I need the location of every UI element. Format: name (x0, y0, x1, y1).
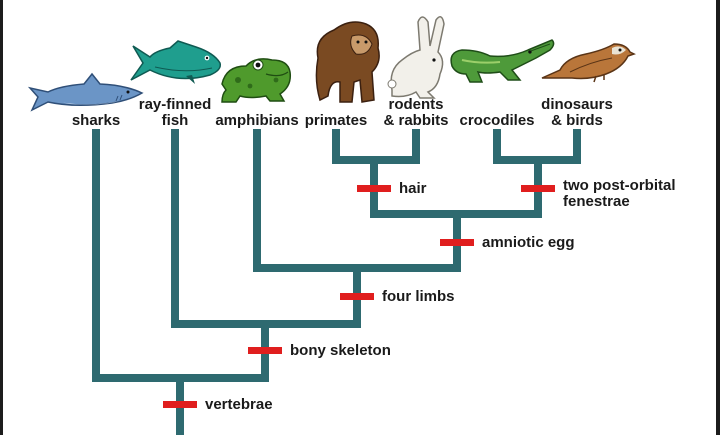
chimpanzee-icon (315, 21, 380, 103)
bird-icon (541, 43, 636, 83)
branch-fish-split (171, 129, 361, 328)
shark-icon (27, 72, 144, 112)
trait-label-hair: hair (399, 180, 427, 197)
branch-mammal-split (332, 129, 420, 164)
taxon-label-crocodiles: crocodiles (459, 112, 535, 129)
crocodile-icon (450, 39, 555, 83)
taxon-label-rodents-rabbits: rodents & rabbits (383, 96, 449, 129)
marker-amniotic-egg (440, 239, 474, 246)
tree-branches (92, 129, 581, 435)
marker-post-orbital (521, 185, 555, 192)
trait-label-post-orbital: two post-orbital fenestrae (563, 177, 676, 210)
branch-amphibian-split (253, 129, 461, 272)
branch-archosaur-split (493, 129, 581, 164)
taxon-label-sharks: sharks (71, 112, 121, 129)
marker-hair (357, 185, 391, 192)
marker-four-limbs (340, 293, 374, 300)
trait-label-bony-skeleton: bony skeleton (290, 342, 391, 359)
trait-markers (163, 185, 555, 408)
trait-label-vertebrae: vertebrae (205, 396, 273, 413)
taxon-label-ray-finned-fish: ray-finned fish (138, 96, 212, 129)
taxon-label-primates: primates (304, 112, 368, 129)
left-border (0, 0, 3, 435)
branch-sharks-split (92, 129, 269, 382)
taxon-label-amphibians: amphibians (215, 112, 299, 129)
marker-bony-skeleton (248, 347, 282, 354)
taxon-label-dinosaurs-birds: dinosaurs & birds (541, 96, 613, 129)
fish-icon (130, 40, 222, 84)
frog-icon (221, 58, 292, 103)
trait-label-four-limbs: four limbs (382, 288, 455, 305)
rabbit-icon (387, 16, 445, 99)
trait-label-amniotic-egg: amniotic egg (482, 234, 575, 251)
right-border (716, 0, 720, 435)
marker-vertebrae (163, 401, 197, 408)
